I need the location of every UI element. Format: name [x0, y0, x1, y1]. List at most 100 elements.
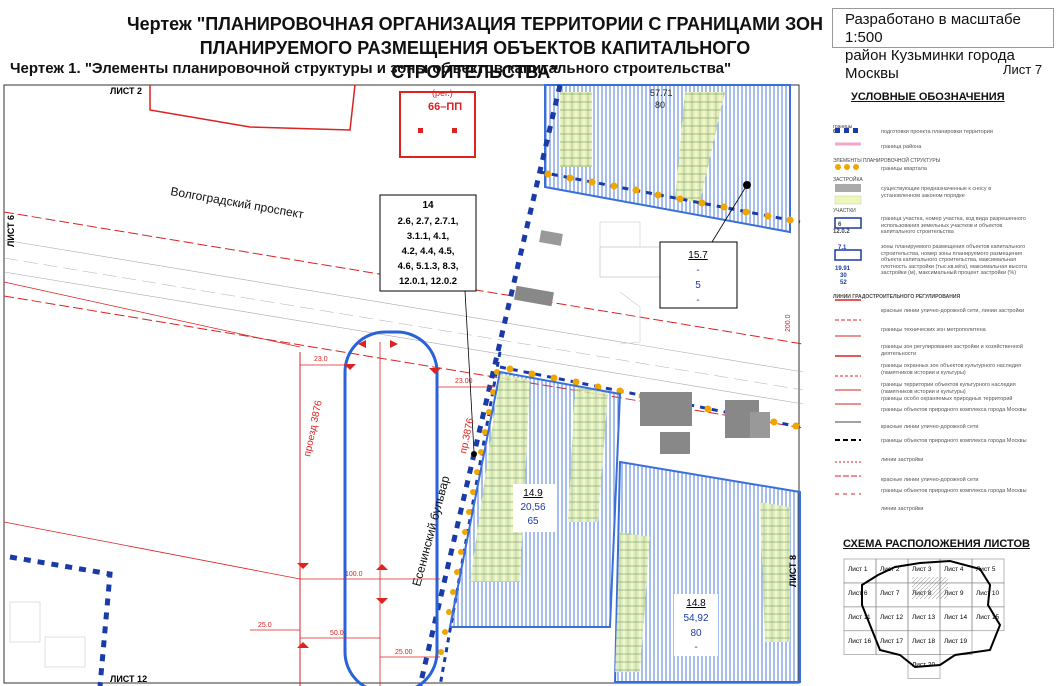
scheme-cell-label: Лист 17 — [880, 638, 904, 645]
legend-label-7: ЛИНИИ ГРАДОСТРОИТЕЛЬНОГО РЕГУЛИРОВАНИЯ — [833, 294, 961, 300]
boulevard-boundary — [438, 351, 502, 686]
scale-box: Разработано в масштабе 1:500 район Кузьм… — [832, 8, 1054, 82]
scheme-cell-label: Лист 16 — [848, 638, 872, 645]
legend-text-6: зоны планируемого размещения объектов ка… — [881, 244, 1027, 276]
dimension-lines — [250, 364, 495, 658]
sheet-label-right: ЛИСТ 8 — [788, 555, 798, 587]
block-14-codes-4: 4.6, 5.1.3, 8.3, — [398, 261, 459, 272]
legend-code-f: 52 — [840, 280, 847, 286]
legend-text-15: границы объектов природного комплекса го… — [881, 438, 1027, 444]
dim-23: 23.0 — [314, 356, 328, 363]
drawing-subtitle: Чертеж 1. "Элементы планировочной структ… — [10, 60, 732, 77]
zone-15-7-v1: - — [696, 265, 699, 276]
dim-50: 50.0 — [330, 630, 344, 637]
zone-15-7-v2: 5 — [695, 280, 701, 291]
block-14-codes-3: 4.2, 4.4, 4.5, — [402, 246, 455, 257]
scheme-cell-label: Лист 3 — [912, 566, 932, 573]
zone-top-right: 57.71 80 — [544, 84, 791, 234]
quarter-boundary-top — [539, 170, 801, 224]
scheme-cell-label: Лист 9 — [944, 590, 964, 597]
legend-code-c: 7.1 — [838, 245, 847, 251]
legend-symbols — [834, 128, 862, 495]
zone-15-7-id: 15.7 — [688, 250, 708, 261]
scheme-cell-label: Лист 5 — [976, 566, 996, 573]
legend-code-a: 6 — [833, 129, 836, 135]
sheet-label-left: ЛИСТ 6 — [6, 215, 16, 247]
legend-text-1: граница района — [881, 144, 922, 150]
scheme-cell-label: Лист 20 — [912, 662, 936, 669]
scheme-cell-label: Лист 7 — [880, 590, 900, 597]
zone-14-9-v2: 65 — [527, 516, 539, 527]
legend-panel: УСЛОВНЫЕ ОБОЗНАЧЕНИЯ 6 6 12.0.2 7.1 19.9… — [803, 82, 1060, 686]
legend-text-4: существующие предназначенные к сносу в у… — [881, 186, 992, 199]
legend-text-14: красные линии улично-дорожной сети — [881, 424, 979, 430]
scheme-cell-label: Лист 4 — [944, 566, 964, 573]
block-14-number: 14 — [422, 200, 434, 211]
legend-code-d: 19.91 — [835, 266, 851, 272]
sheet-number: Лист 7 — [1003, 62, 1043, 77]
scheme-cell-label: Лист 6 — [848, 590, 868, 597]
zone-14-8-v1: 54,92 — [683, 613, 708, 624]
zone-14-8 — [613, 460, 801, 683]
legend-text-5: граница участка, номер участка, код вида… — [881, 216, 1026, 235]
scheme-cell — [907, 654, 941, 679]
scheme-cell-label: Лист 15 — [976, 614, 1000, 621]
zone-14-8-id: 14.8 — [686, 598, 706, 609]
legend-text-16: линии застройки — [881, 457, 924, 463]
legend-code-a2: 6 — [838, 222, 842, 228]
scheme-cell-label: Лист 10 — [976, 590, 1000, 597]
scheme-cell-label: Лист 18 — [912, 638, 936, 645]
zone-14-8-v3: - — [694, 642, 697, 653]
zone-14-9-label: 14.9 20,56 65 — [513, 484, 555, 532]
zone-15-7-box: 15.7 - 5 - — [659, 184, 748, 309]
legend-code-e: 30 — [840, 273, 847, 279]
legend-text-12: границы особо охраняемых природных терри… — [881, 396, 1013, 402]
legend-text-8: границы технических зон метрополитена — [881, 327, 986, 333]
legend-text-2: границы квартала — [881, 166, 927, 172]
dim-200: 200.0 — [785, 314, 792, 332]
legend-text-10: границы охранных зон объектов культурног… — [881, 363, 1021, 376]
district-text: район Кузьминки города Москвы — [845, 47, 1015, 82]
zone-14-9-id: 14.9 — [523, 488, 543, 499]
top-num1: 57.71 — [650, 88, 673, 98]
scheme-district-outline — [861, 559, 1002, 669]
map-canvas: 66–ПП (рег.) 57.71 80 15.7 - 5 - — [3, 84, 803, 686]
top-num2: 80 — [655, 100, 665, 110]
legend-title: УСЛОВНЫЕ ОБОЗНАЧЕНИЯ — [851, 91, 1005, 103]
drawing-title: Чертеж "ПЛАНИРОВОЧНАЯ ОРГАНИЗАЦИЯ ТЕРРИТ… — [120, 12, 830, 84]
legend-text-7: красные линии улично-дорожной сети, лини… — [881, 308, 1025, 314]
scale-text: Разработано в масштабе 1:500 — [845, 11, 1021, 46]
legend-text-17: красные линии улично-дорожной сети — [881, 477, 979, 483]
scheme-cell-label: Лист 19 — [944, 638, 968, 645]
block-14-codes-5: 12.0.1, 12.0.2 — [399, 276, 457, 287]
sheet-label-top: ЛИСТ 2 — [110, 86, 142, 96]
scheme-title: СХЕМА РАСПОЛОЖЕНИЯ ЛИСТОВ — [843, 538, 1030, 550]
zone-15-7-v3: - — [696, 295, 699, 306]
sheet-label-bottom: ЛИСТ 12 — [110, 674, 147, 684]
district-boundary — [417, 84, 563, 686]
zone-14-8-v2: 80 — [690, 628, 702, 639]
top-left-block: 66–ПП (рег.) — [149, 84, 476, 158]
zone-14-9-v1: 20,56 — [520, 502, 545, 513]
scheme-cell-label: Лист 13 — [912, 614, 936, 621]
dim-23b: 23.00 — [455, 378, 473, 385]
dim-25b: 25.00 — [395, 649, 413, 656]
top-zone-code2: (рег.) — [432, 88, 453, 98]
dim-25: 25.0 — [258, 622, 272, 629]
drawing-title-line2: ПЛАНИРУЕМОГО РАЗМЕЩЕНИЯ ОБЪЕКТОВ КАПИТАЛ… — [199, 38, 751, 82]
legend-text-19: линии застройки — [881, 506, 924, 512]
block-14-box: 14 2.6, 2.7, 2.7.1, 3.1.1, 4.1, 4.2, 4.4… — [379, 194, 477, 453]
dim-100: 100.0 — [345, 571, 363, 578]
legend-text-18: границы объектов природного комплекса го… — [881, 488, 1027, 494]
legend-text-11: границы территории объектов культурного … — [881, 382, 1016, 395]
zone-14-8-label: 14.8 54,92 80 - — [674, 594, 718, 656]
legend-label-5: УЧАСТКИ — [833, 208, 856, 214]
scheme-cell-label: Лист 1 — [848, 566, 868, 573]
scheme-cell-label: Лист 14 — [944, 614, 968, 621]
legend-text-0: подготовки проекта планировки территории — [881, 129, 993, 135]
legend-text-13: границы объектов природного комплекса го… — [881, 407, 1027, 413]
drawing-title-line1: Чертеж "ПЛАНИРОВОЧНАЯ ОРГАНИЗАЦИЯ ТЕРРИТ… — [126, 14, 824, 34]
legend-label-3: ЗАСТРОЙКА — [833, 177, 863, 183]
top-zone-code: 66–ПП — [428, 101, 462, 113]
